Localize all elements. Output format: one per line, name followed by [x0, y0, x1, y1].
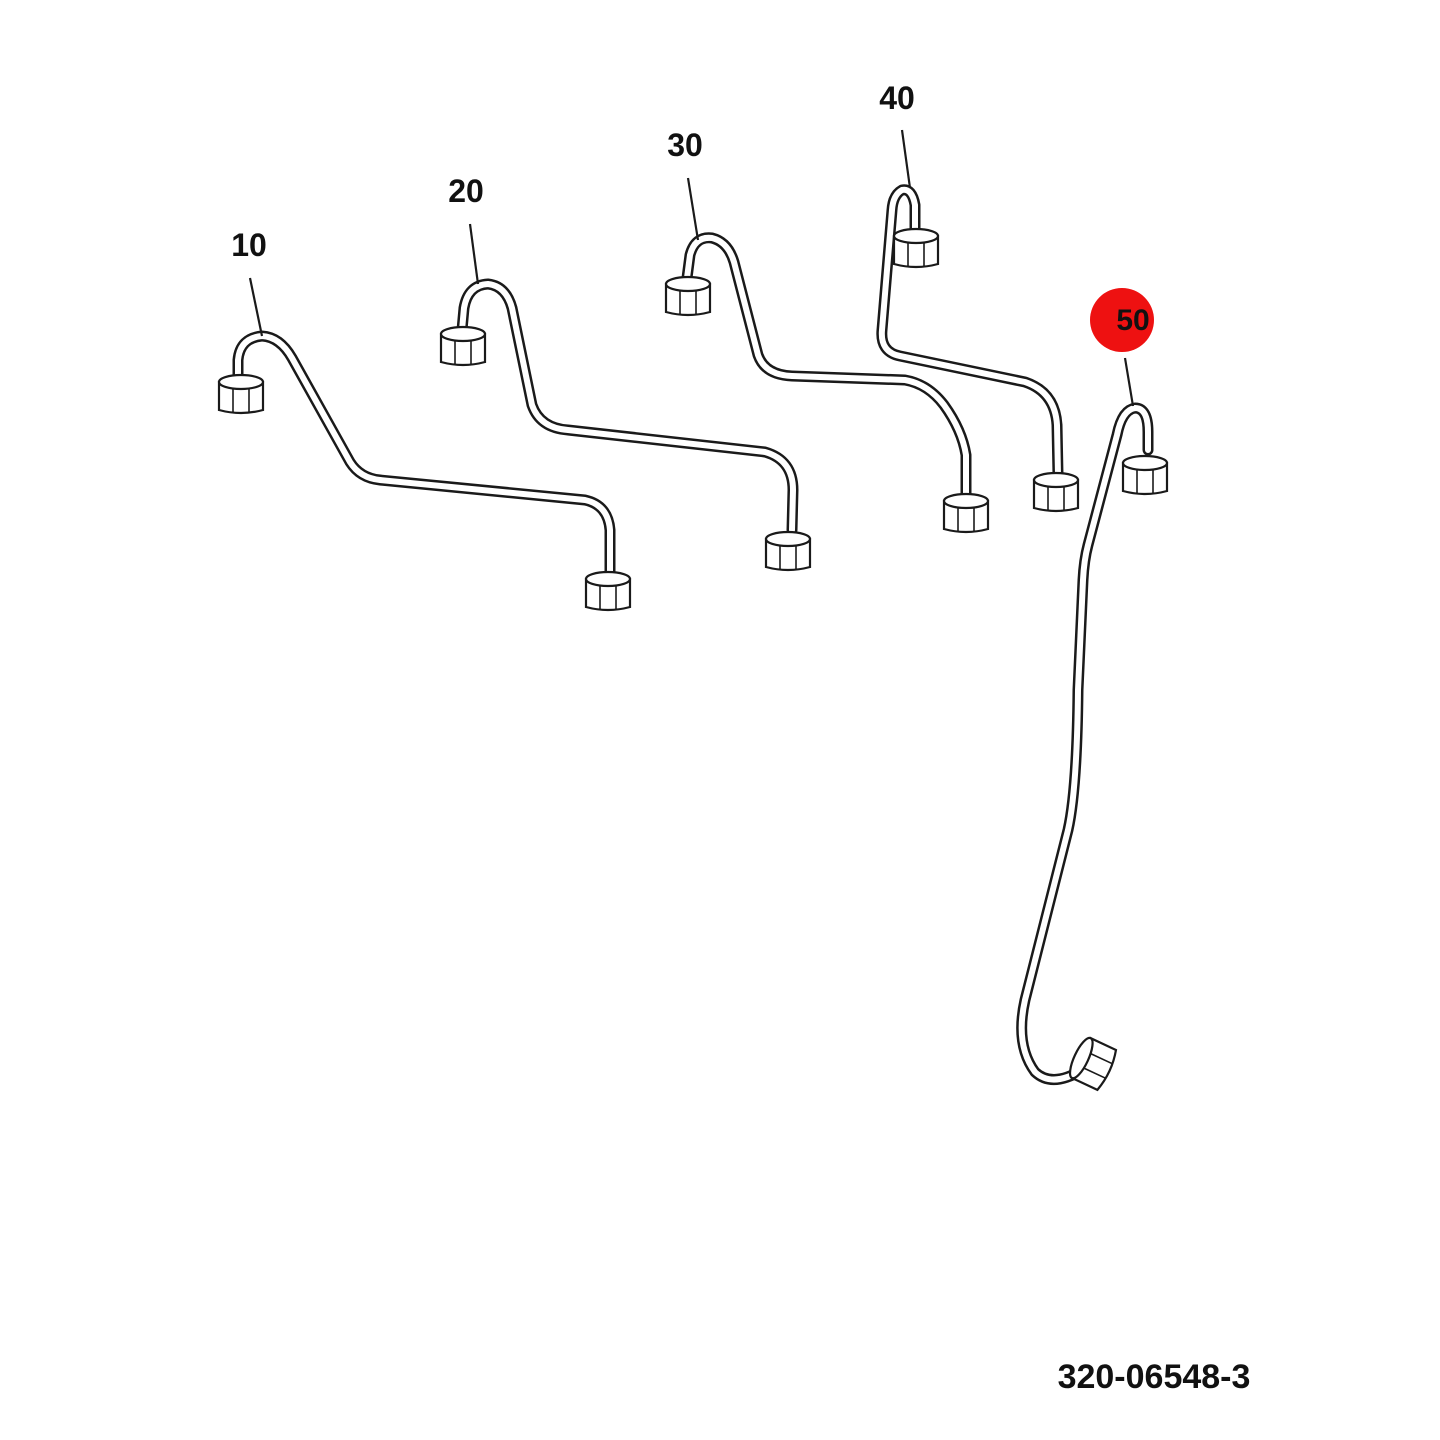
fitting-nut-icon — [664, 275, 712, 317]
callout-50: 50 — [1116, 304, 1149, 337]
fitting-nut-icon — [1121, 454, 1169, 496]
callout-30: 30 — [667, 127, 703, 163]
drawing-part-number: 320-06548-3 — [1058, 1358, 1251, 1396]
fitting-nut-icon — [217, 373, 265, 415]
fuel-pipe-50 — [1016, 402, 1169, 1093]
callout-20: 20 — [448, 173, 484, 209]
callout-50-highlight: 50 — [1090, 288, 1154, 352]
fuel-pipe-10 — [217, 330, 632, 612]
callout-10: 10 — [231, 227, 267, 263]
callout-40: 40 — [879, 80, 915, 116]
fitting-nut-icon — [584, 570, 632, 612]
fitting-nut-icon — [1064, 1034, 1120, 1093]
fitting-nut-icon — [439, 325, 487, 367]
highlight-circle — [1090, 288, 1154, 352]
leader-lines — [248, 129, 1135, 407]
fitting-nut-icon — [942, 492, 990, 534]
fuel-pipe-30 — [664, 232, 990, 534]
fuel-pipe-40 — [876, 184, 1080, 513]
fitting-nut-icon — [892, 227, 940, 269]
fitting-nut-icon — [764, 530, 812, 572]
fitting-nut-icon — [1032, 471, 1080, 513]
fuel-pipe-20 — [439, 278, 812, 572]
